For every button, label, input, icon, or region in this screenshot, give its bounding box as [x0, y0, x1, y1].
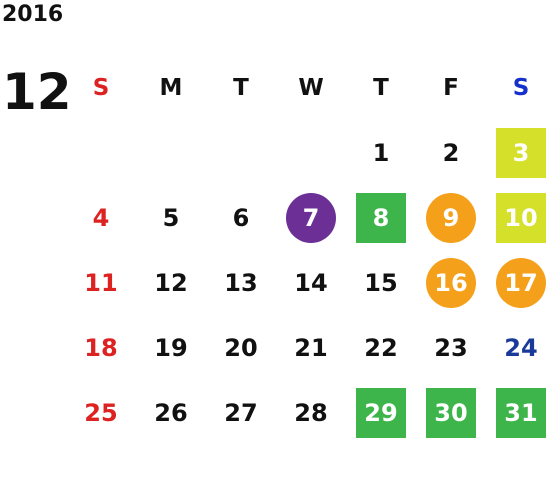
day-cell[interactable]: 4 — [66, 185, 136, 250]
day-cell[interactable]: 30 — [416, 380, 486, 445]
highlight-square: 30 — [426, 388, 476, 438]
day-number: 25 — [84, 398, 118, 427]
day-cell[interactable]: 15 — [346, 250, 416, 315]
week-row: 1 2 3 — [66, 120, 548, 185]
day-cell[interactable]: 29 — [346, 380, 416, 445]
day-cell[interactable]: 11 — [66, 250, 136, 315]
highlight-circle: 7 — [286, 193, 336, 243]
day-cell[interactable]: 18 — [66, 315, 136, 380]
day-number: 7 — [302, 204, 320, 232]
empty-cell — [276, 120, 346, 185]
day-number: 19 — [154, 333, 188, 362]
day-number: 1 — [372, 138, 390, 167]
highlight-circle: 9 — [426, 193, 476, 243]
day-number: 31 — [504, 399, 538, 427]
day-number: 3 — [512, 139, 530, 167]
highlight-circle: 17 — [496, 258, 546, 308]
highlight-square: 10 — [496, 193, 546, 243]
day-number: 10 — [504, 204, 538, 232]
year-label: 2016 — [2, 2, 64, 27]
day-number: 30 — [434, 399, 468, 427]
day-number: 9 — [442, 204, 460, 232]
highlight-square: 29 — [356, 388, 406, 438]
day-cell[interactable]: 10 — [486, 185, 548, 250]
day-cell[interactable]: 21 — [276, 315, 346, 380]
day-number: 29 — [364, 399, 398, 427]
day-number: 23 — [434, 333, 468, 362]
week-row: 25 26 27 28 29 30 31 — [66, 380, 548, 445]
day-number: 15 — [364, 268, 398, 297]
day-cell[interactable]: 5 — [136, 185, 206, 250]
day-cell[interactable]: 22 — [346, 315, 416, 380]
highlight-square: 3 — [496, 128, 546, 178]
month-label: 12 — [2, 63, 72, 121]
day-cell[interactable]: 28 — [276, 380, 346, 445]
day-cell[interactable]: 27 — [206, 380, 276, 445]
day-number: 16 — [434, 269, 468, 297]
day-cell[interactable]: 6 — [206, 185, 276, 250]
day-cell[interactable]: 20 — [206, 315, 276, 380]
day-number: 4 — [92, 203, 110, 232]
day-cell[interactable]: 14 — [276, 250, 346, 315]
day-cell[interactable]: 16 — [416, 250, 486, 315]
empty-cell — [136, 120, 206, 185]
day-number: 13 — [224, 268, 258, 297]
day-number: 26 — [154, 398, 188, 427]
day-cell[interactable]: 2 — [416, 120, 486, 185]
day-cell[interactable]: 25 — [66, 380, 136, 445]
day-number: 11 — [84, 268, 118, 297]
day-number: 6 — [232, 203, 250, 232]
day-cell[interactable]: 12 — [136, 250, 206, 315]
weekday-header: S — [92, 74, 110, 101]
day-cell[interactable]: 31 — [486, 380, 548, 445]
day-number: 20 — [224, 333, 258, 362]
day-number: 27 — [224, 398, 258, 427]
day-number: 18 — [84, 333, 118, 362]
day-number: 5 — [162, 203, 180, 232]
empty-cell — [206, 120, 276, 185]
highlight-circle: 16 — [426, 258, 476, 308]
day-cell[interactable]: 1 — [346, 120, 416, 185]
day-number: 21 — [294, 333, 328, 362]
day-cell[interactable]: 19 — [136, 315, 206, 380]
day-cell[interactable]: 26 — [136, 380, 206, 445]
weekday-header-row: S M T W T F S — [66, 55, 548, 120]
day-number: 24 — [504, 333, 538, 362]
weekday-header: M — [159, 74, 183, 101]
weekday-header: W — [298, 74, 324, 101]
week-row: 4 5 6 7 8 9 10 — [66, 185, 548, 250]
week-row: 18 19 20 21 22 23 24 — [66, 315, 548, 380]
day-cell[interactable]: 13 — [206, 250, 276, 315]
highlight-square: 31 — [496, 388, 546, 438]
day-cell[interactable]: 8 — [346, 185, 416, 250]
weekday-header: T — [373, 74, 389, 101]
weekday-header: F — [443, 74, 459, 101]
day-number: 2 — [442, 138, 460, 167]
highlight-square: 8 — [356, 193, 406, 243]
day-cell[interactable]: 17 — [486, 250, 548, 315]
day-number: 8 — [372, 204, 390, 232]
day-cell[interactable]: 7 — [276, 185, 346, 250]
day-cell[interactable]: 9 — [416, 185, 486, 250]
day-number: 22 — [364, 333, 398, 362]
week-row: 11 12 13 14 15 16 17 — [66, 250, 548, 315]
day-number: 17 — [504, 269, 538, 297]
day-cell[interactable]: 3 — [486, 120, 548, 185]
day-number: 28 — [294, 398, 328, 427]
weekday-header: S — [512, 74, 530, 101]
day-number: 14 — [294, 268, 328, 297]
day-cell[interactable]: 23 — [416, 315, 486, 380]
day-number: 12 — [154, 268, 188, 297]
empty-cell — [66, 120, 136, 185]
day-cell[interactable]: 24 — [486, 315, 548, 380]
weekday-header: T — [233, 74, 249, 101]
